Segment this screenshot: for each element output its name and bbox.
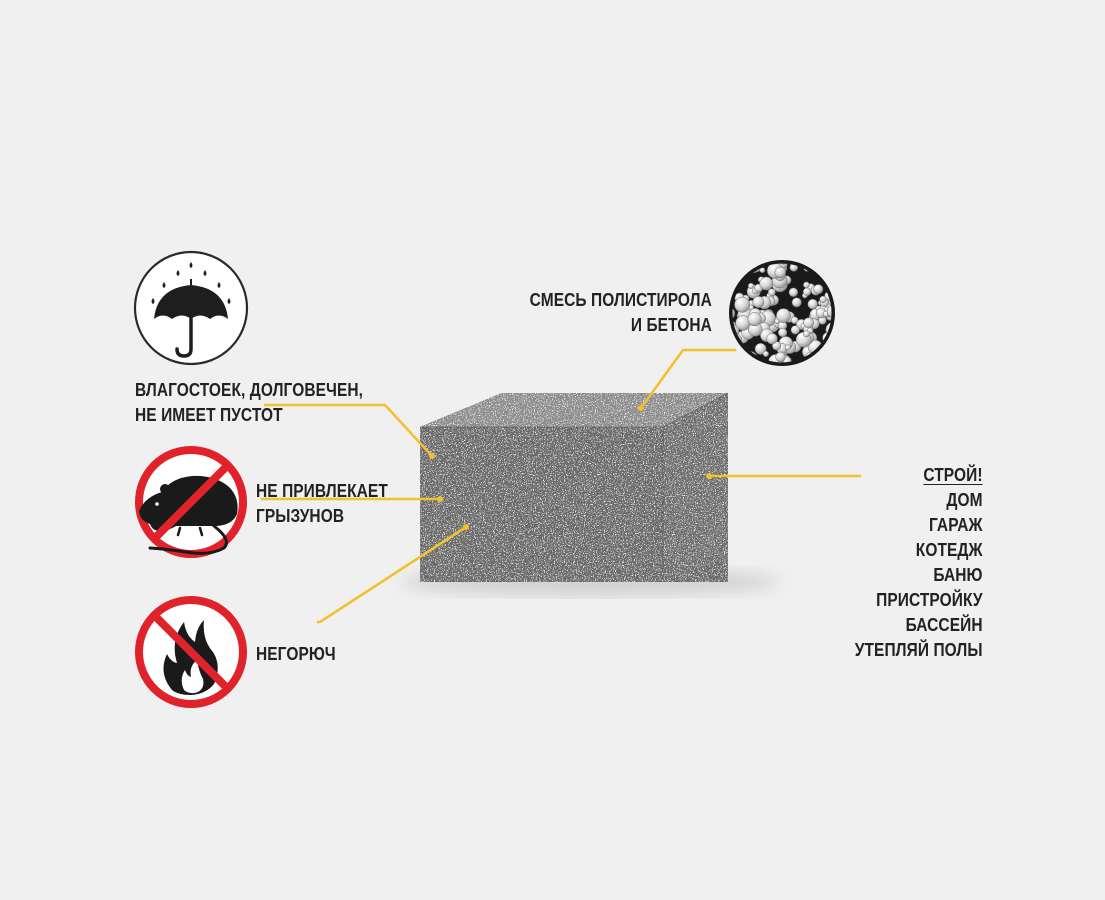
block-edges (420, 392, 729, 580)
umbrella-rain-icon (133, 250, 249, 366)
feature-rodents-line1: НЕ ПРИВЛЕКАЕТ (256, 481, 388, 501)
polystyrene-bead (802, 287, 812, 296)
polystyrene-bead (731, 306, 736, 320)
polystyrene-bead (767, 288, 776, 297)
no-fire-icon (135, 596, 247, 708)
feature-moisture-line1: ВЛАГОСТОЕК, ДОЛГОВЕЧЕН, (135, 380, 364, 400)
polystyrene-bead (759, 276, 774, 291)
polystyrene-bead (803, 281, 810, 289)
feature-rodents-line2: ГРЫЗУНОВ (256, 506, 345, 526)
feature-fire-line1: НЕГОРЮЧ (256, 644, 336, 664)
polystyrene-bead (776, 308, 791, 323)
polystyrene-bead (775, 351, 786, 363)
build-list-item: ПРИСТРОЙКУ (876, 590, 983, 610)
polystyrene-bead (788, 287, 799, 297)
block-shading (420, 393, 728, 582)
feature-moisture-line2: НЕ ИМЕЕТ ПУСТОТ (135, 405, 283, 425)
feature-composition-line2: И БЕТОНА (630, 315, 712, 335)
feature-label-moisture: ВЛАГОСТОЕК, ДОЛГОВЕЧЕН, НЕ ИМЕЕТ ПУСТОТ (135, 378, 363, 428)
polystyrene-bead (754, 343, 767, 355)
polystyrene-bead (791, 297, 802, 308)
polystyrene-texture-icon (729, 260, 835, 366)
polystyrene-bead (766, 333, 778, 345)
polystyrene-bead (790, 325, 800, 335)
no-rodent-icon (135, 446, 247, 558)
polystyrene-bead (819, 295, 827, 303)
feature-label-fire: НЕГОРЮЧ (256, 642, 336, 667)
polystyrene-bead (803, 330, 810, 338)
build-list-item: БАССЕЙН (906, 615, 983, 635)
polystyrene-bead (803, 317, 815, 329)
leader-dots (429, 405, 712, 530)
leader-line-fire (316, 525, 468, 624)
leader-line-composition (639, 348, 737, 410)
polystyrene-bead (759, 267, 766, 274)
build-list-item: ГАРАЖ (929, 515, 983, 535)
polystyrene-bead (774, 266, 786, 279)
polystyrene-bead (778, 262, 789, 265)
polystyrene-bead (734, 296, 751, 313)
build-list-item: ДОМ (946, 490, 983, 510)
build-list-item: УТЕПЛЯЙ ПОЛЫ (855, 640, 983, 660)
polystyrene-bead (826, 304, 833, 319)
polystyrene-bead (747, 312, 762, 327)
leader-line-moisture (263, 403, 434, 458)
polystyrene-bead (807, 298, 818, 310)
polystyrene-bead (752, 296, 765, 308)
build-list-item: КОТЕДЖ (916, 540, 983, 560)
leader-lines (260, 348, 862, 624)
feature-composition-line1: СМЕСЬ ПОЛИСТИРОЛА (529, 290, 712, 310)
feature-label-rodents: НЕ ПРИВЛЕКАЕТ ГРЫЗУНОВ (256, 479, 388, 529)
polystyrene-bead (762, 350, 769, 357)
polystyrene-bead (784, 344, 791, 351)
build-list-heading: СТРОЙ! (923, 465, 983, 485)
build-list-item: БАНЮ (933, 565, 983, 585)
polystyrene-bead (778, 328, 788, 338)
build-list: СТРОЙ! ДОМ ГАРАЖ КОТЕДЖ БАНЮ ПРИСТРОЙКУ … (855, 463, 983, 663)
feature-label-composition: СМЕСЬ ПОЛИСТИРОЛА И БЕТОНА (530, 288, 712, 338)
polystyrene-bead (813, 284, 824, 295)
polystyrene-bead (747, 282, 755, 289)
